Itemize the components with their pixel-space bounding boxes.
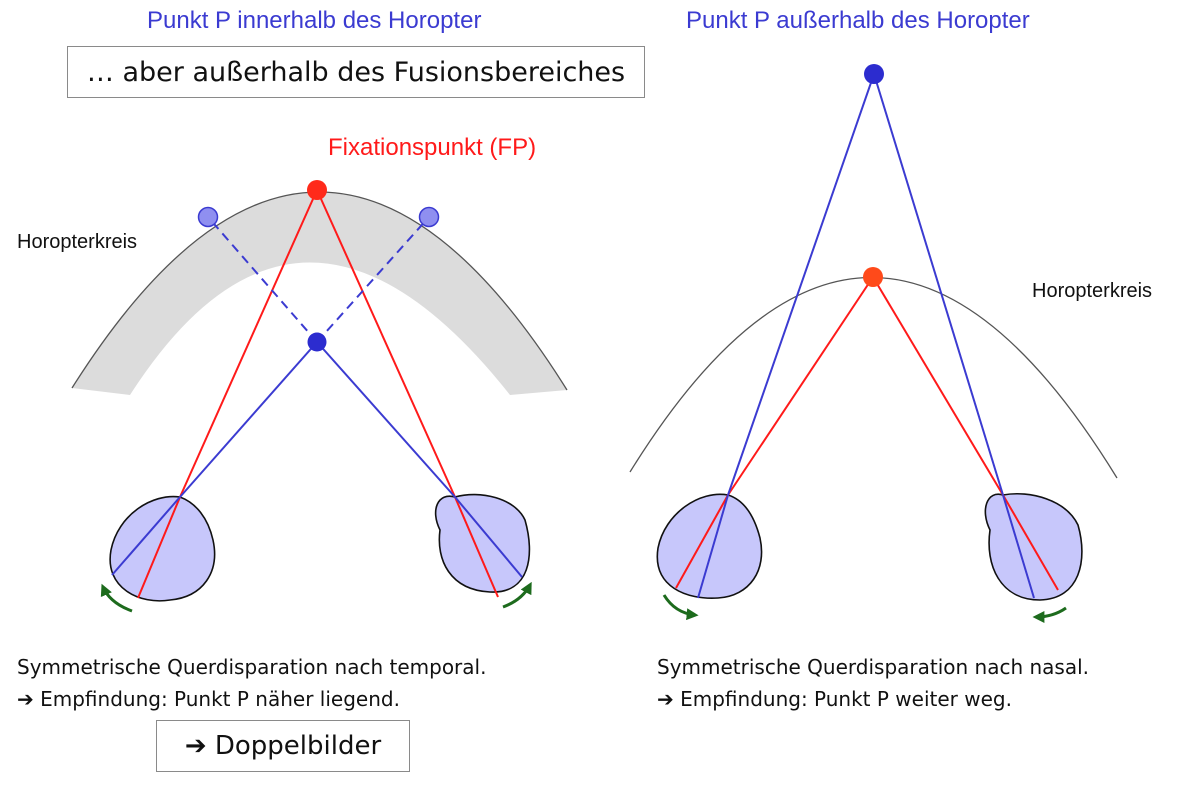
right-horopter-circle bbox=[629, 276, 1118, 479]
right-red-line-left bbox=[727, 276, 874, 496]
double-images-text: ➔ Doppelbilder bbox=[184, 731, 382, 761]
double-images-box: ➔ Doppelbilder bbox=[156, 720, 410, 772]
right-eye-left bbox=[656, 493, 763, 599]
right-panel-title: Punkt P außerhalb des Horopter bbox=[686, 7, 1030, 34]
right-blue-line-right bbox=[873, 73, 1004, 496]
fusion-note-text: … aber außerhalb des Fusionsbereiches bbox=[86, 56, 626, 88]
right-blue-line-right-inner bbox=[1002, 494, 1035, 599]
left-eye-right-rotation-arrow bbox=[502, 581, 532, 609]
left-point-p bbox=[307, 332, 327, 352]
right-red-line-right-inner bbox=[1002, 494, 1059, 591]
left-eye-right bbox=[434, 493, 531, 593]
right-horopter-label: Horopterkreis bbox=[1032, 280, 1153, 302]
left-blue-line-left-inner bbox=[111, 496, 181, 576]
left-dashed-line-right bbox=[316, 216, 430, 343]
left-ghost-point-right bbox=[418, 206, 440, 228]
left-eye-left bbox=[109, 495, 216, 602]
left-fixation-point bbox=[307, 180, 327, 200]
right-red-line-left-inner bbox=[675, 494, 729, 589]
left-red-line-right-inner bbox=[454, 496, 499, 598]
left-caption-line2: ➔ Empfindung: Punkt P näher liegend. bbox=[17, 687, 400, 711]
left-red-line-left bbox=[179, 189, 318, 498]
right-caption-line1: Symmetrische Querdisparation nach nasal. bbox=[657, 655, 1090, 679]
left-eye-left-rotation-arrow bbox=[100, 583, 133, 613]
left-panel-diagram bbox=[71, 180, 568, 613]
right-caption-line2: ➔ Empfindung: Punkt P weiter weg. bbox=[657, 687, 1012, 711]
right-eye-left-rotation-arrow bbox=[662, 594, 699, 621]
right-fixation-point bbox=[863, 267, 883, 287]
left-red-line-left-inner bbox=[137, 496, 181, 599]
left-red-line-right bbox=[316, 189, 456, 498]
left-dashed-line-left bbox=[207, 216, 318, 343]
left-ghost-point-left bbox=[197, 206, 219, 228]
right-point-p bbox=[864, 64, 884, 84]
left-blue-line-left bbox=[179, 341, 318, 498]
left-horopter-label: Horopterkreis bbox=[17, 231, 138, 253]
left-panel-title: Punkt P innerhalb des Horopter bbox=[147, 7, 482, 34]
right-eye-right-rotation-arrow bbox=[1032, 606, 1067, 623]
right-panel-diagram bbox=[629, 64, 1118, 623]
right-blue-line-left-inner bbox=[697, 494, 729, 599]
left-fusion-band bbox=[72, 191, 567, 395]
left-blue-line-right-inner bbox=[454, 496, 523, 578]
left-blue-line-right bbox=[316, 341, 456, 498]
left-caption-line1: Symmetrische Querdisparation nach tempor… bbox=[17, 655, 487, 679]
fixation-point-label: Fixationspunkt (FP) bbox=[328, 134, 537, 161]
fusion-note-box: … aber außerhalb des Fusionsbereiches bbox=[67, 46, 645, 98]
right-blue-line-left bbox=[727, 73, 875, 496]
right-red-line-right bbox=[872, 276, 1004, 496]
